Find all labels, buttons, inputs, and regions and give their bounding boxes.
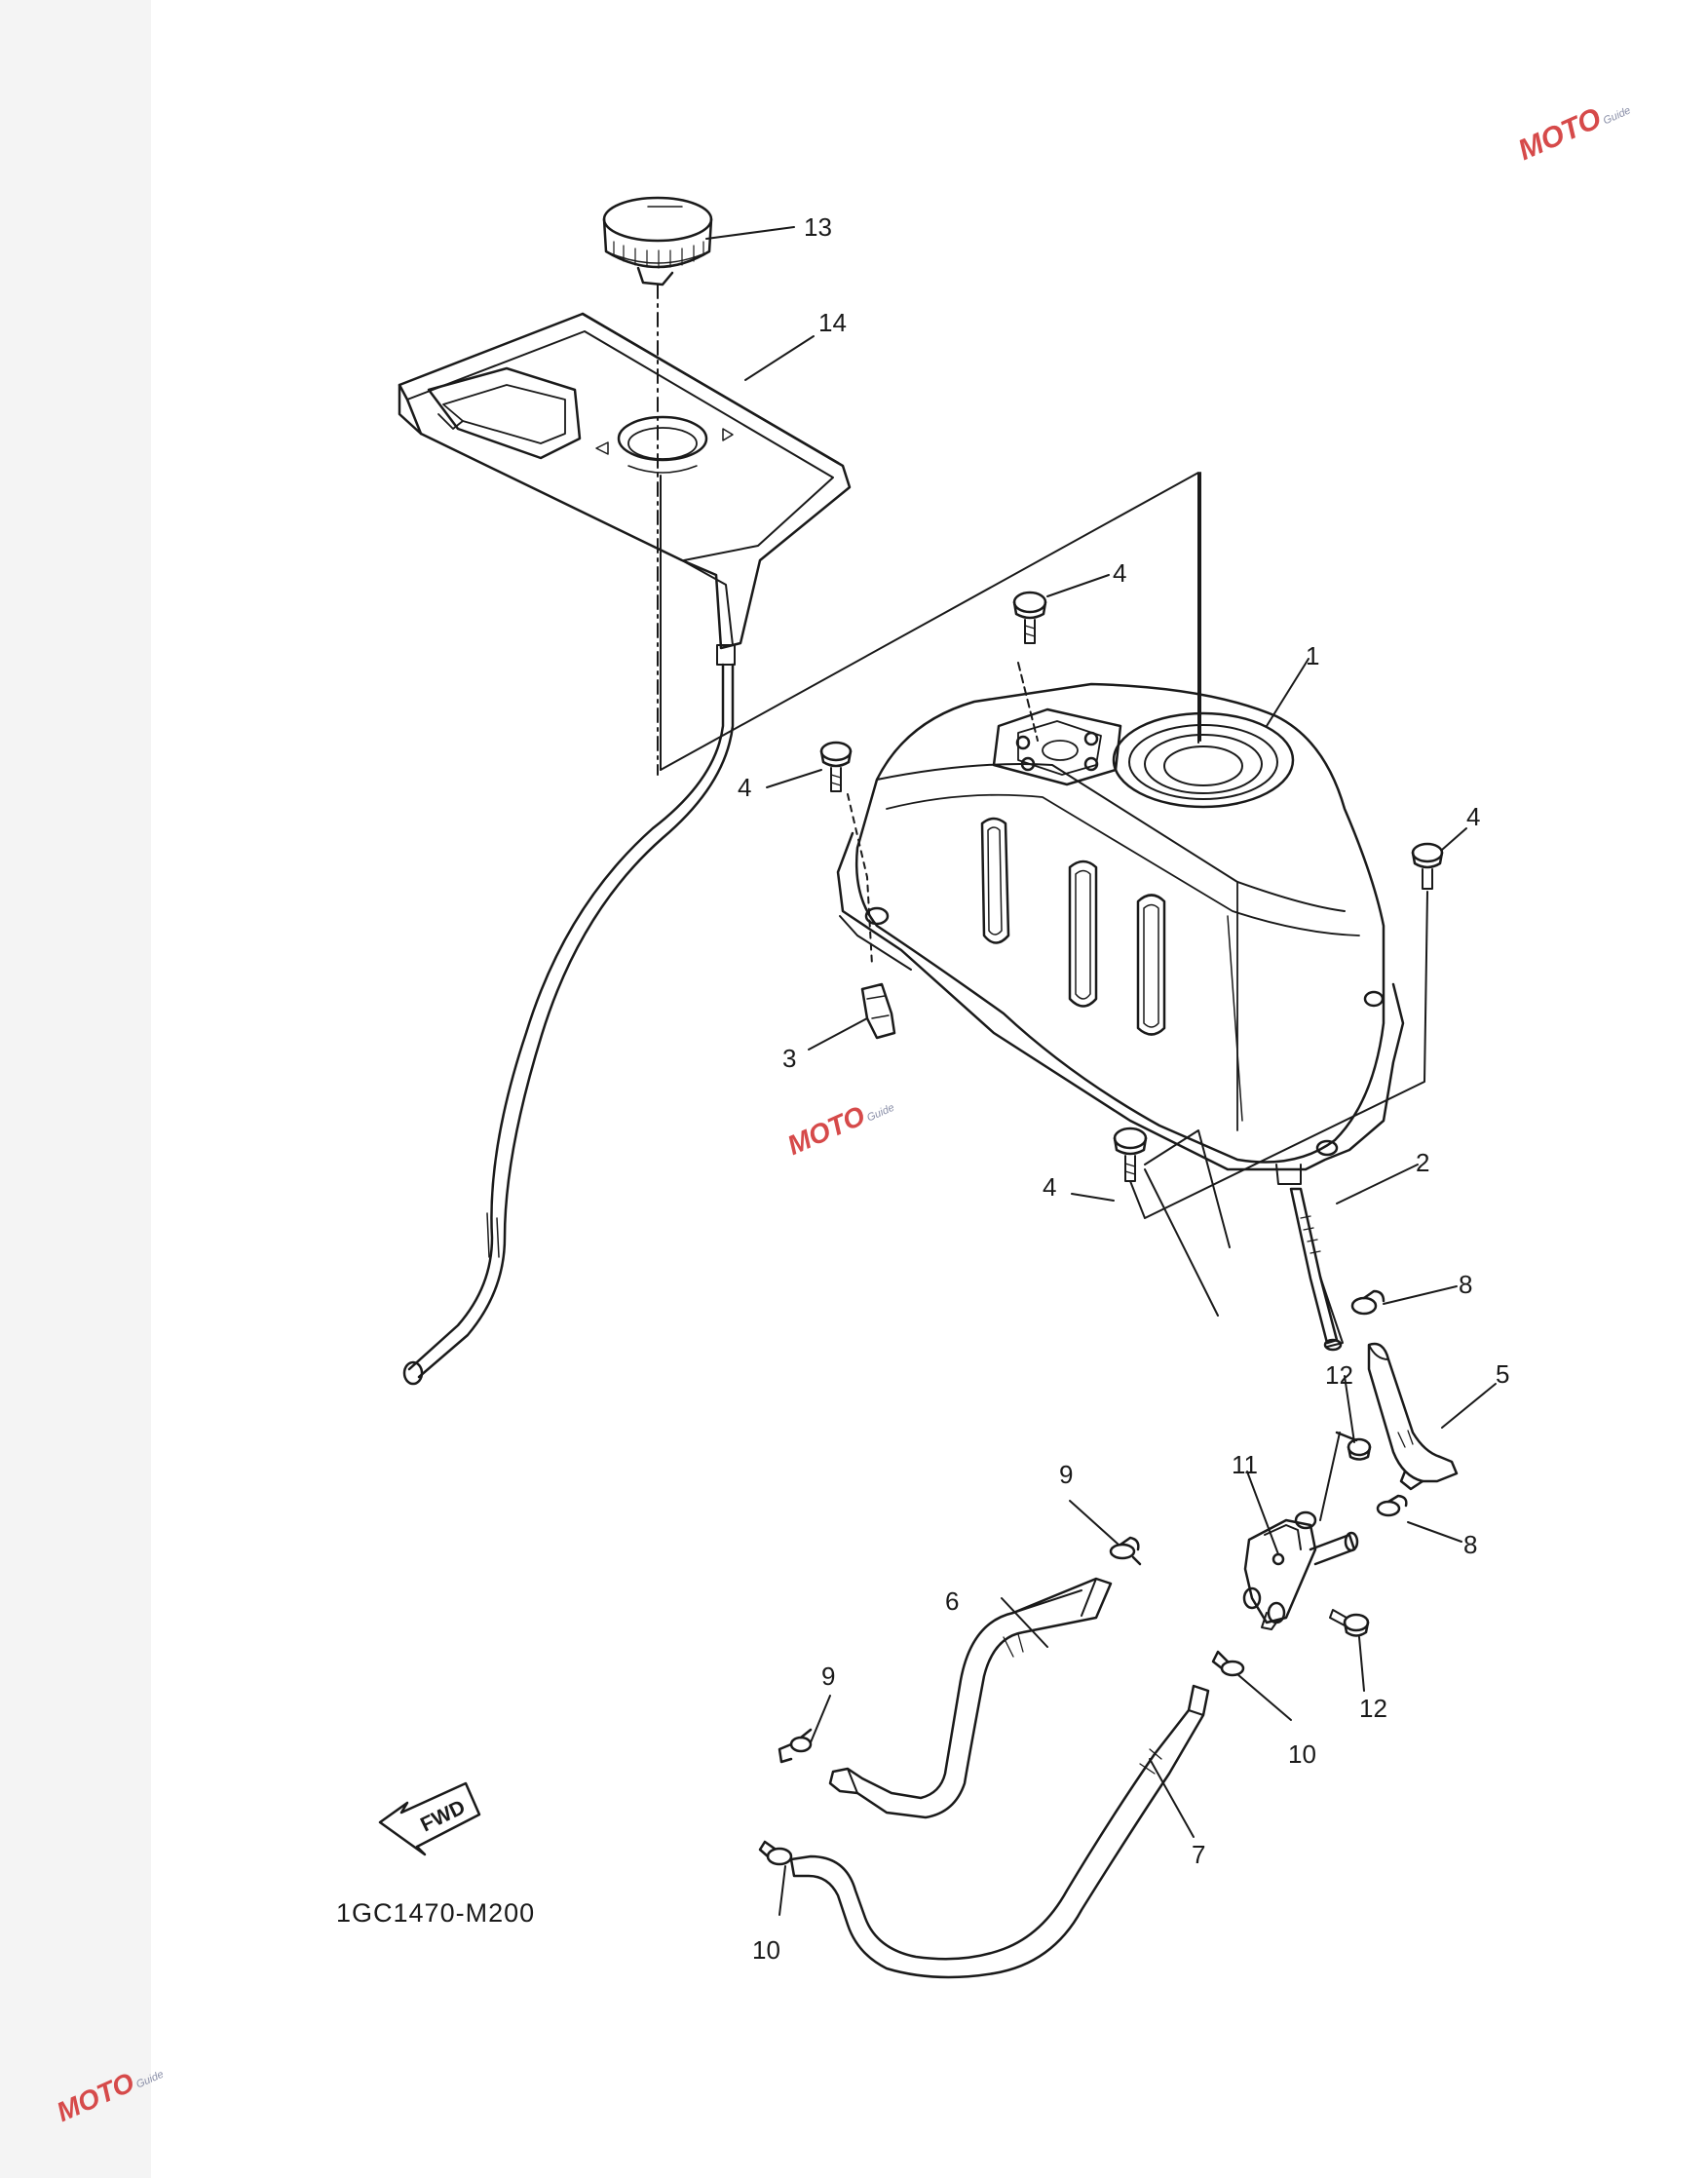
hose-part-6 <box>828 1577 1113 1819</box>
tray-part-14 <box>398 312 852 666</box>
bolt-part-4-left <box>819 741 853 792</box>
screw-part-12-lower <box>1329 1609 1370 1637</box>
callout-13: 13 <box>804 212 832 242</box>
clamp-part-8-lower <box>1376 1494 1408 1517</box>
hose-part-5 <box>1367 1342 1459 1491</box>
pipe-part-2 <box>1289 1187 1344 1352</box>
hose-part-7 <box>789 1684 1210 1979</box>
bolt-part-4-top <box>1012 591 1047 644</box>
callout-9-lower: 9 <box>821 1662 836 1691</box>
fwd-arrow-icon: FWD <box>378 1781 481 1856</box>
callout-4-left: 4 <box>738 773 752 802</box>
callout-5: 5 <box>1496 1359 1510 1389</box>
clip-part-3 <box>860 982 896 1040</box>
bolt-part-4-right <box>1411 842 1444 890</box>
fuel-cock-part-11 <box>1242 1510 1359 1630</box>
callout-2: 2 <box>1416 1148 1430 1177</box>
callout-4-right: 4 <box>1466 802 1481 831</box>
callout-3: 3 <box>782 1044 797 1073</box>
callout-8-upper: 8 <box>1459 1270 1473 1299</box>
reference-lines <box>660 472 1341 1521</box>
callout-10-lower: 10 <box>752 1935 780 1965</box>
callout-12-lower: 12 <box>1359 1694 1387 1723</box>
clamp-part-8-upper <box>1350 1289 1385 1316</box>
diagram-code: 1GC1470-M200 <box>336 1898 536 1928</box>
bolt-part-4-bottom <box>1113 1127 1148 1182</box>
callout-4-top: 4 <box>1113 558 1127 588</box>
callout-leaders <box>705 226 1497 1916</box>
clamp-part-10-upper <box>1211 1650 1245 1677</box>
callout-14: 14 <box>818 308 847 337</box>
callout-7: 7 <box>1192 1840 1206 1869</box>
fuel-cap-part-13 <box>602 196 713 287</box>
callout-10-upper: 10 <box>1288 1739 1316 1769</box>
page-margin <box>0 0 151 2178</box>
clamp-part-10-lower <box>758 1840 793 1866</box>
callout-1: 1 <box>1306 641 1320 670</box>
callout-11: 11 <box>1232 1450 1258 1479</box>
bolt-left-reference <box>847 793 873 966</box>
callout-12-upper: 12 <box>1325 1360 1353 1390</box>
callout-9-upper: 9 <box>1059 1460 1074 1489</box>
callout-8-lower: 8 <box>1463 1530 1478 1559</box>
fuel-tank-part-1 <box>836 682 1405 1185</box>
clamp-part-9-lower <box>778 1728 813 1764</box>
callout-6: 6 <box>945 1586 960 1616</box>
drain-hose <box>402 663 735 1386</box>
callout-4-bottom: 4 <box>1043 1172 1057 1202</box>
clamp-part-9-upper <box>1109 1536 1142 1566</box>
bolt-reference-line <box>1129 891 1428 1219</box>
